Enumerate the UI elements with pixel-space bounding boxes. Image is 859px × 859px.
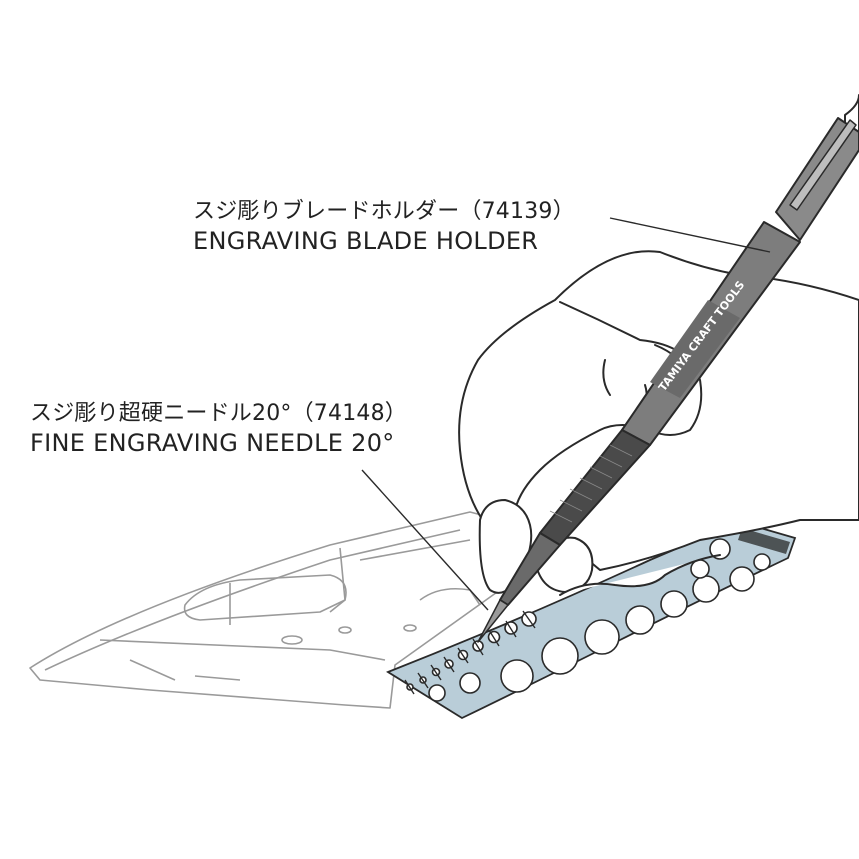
hand-index-finger	[514, 301, 703, 511]
template-hole	[709, 538, 731, 560]
template-hole	[753, 553, 771, 571]
needle-label-jp: スジ彫り超硬ニードル20°（74148）	[30, 401, 407, 426]
leader-lines	[361, 217, 771, 611]
template-hole	[428, 684, 446, 702]
holder-label-jp: スジ彫りブレードホルダー（74139）	[193, 199, 575, 224]
tool-grip-knurl	[549, 444, 633, 523]
wing-leading-edge	[44, 529, 461, 671]
template-hole	[625, 605, 655, 635]
template-brand-band	[738, 528, 790, 554]
hand-knuckle-line	[602, 359, 611, 396]
template-hole	[729, 566, 755, 592]
wing-flap	[183, 574, 347, 621]
template-hole	[690, 559, 710, 579]
template-hole	[584, 619, 620, 655]
needle-caption: スジ彫り超硬ニードル20°（74148） FINE ENGRAVING NEED…	[30, 400, 407, 458]
template-tick-marks	[404, 610, 536, 695]
wing-hatch	[338, 626, 352, 634]
wing-outline	[29, 511, 521, 709]
template-hole	[459, 672, 481, 694]
wing-part	[29, 511, 521, 709]
template-hole	[541, 637, 579, 675]
wing-panel-line	[359, 539, 471, 561]
tool-needle	[477, 599, 509, 643]
template-hole	[500, 659, 534, 693]
leader-line-needle	[361, 469, 489, 611]
tool-brand-band	[650, 300, 740, 398]
wing-hatch	[403, 624, 417, 632]
wing-hatch	[281, 635, 303, 645]
engraving-tool: TAMIYA CRAFT TOOLS	[477, 94, 859, 643]
leader-line-holder	[609, 217, 771, 253]
wing-panel-line	[129, 659, 176, 681]
holder-caption: スジ彫りブレードホルダー（74139） ENGRAVING BLADE HOLD…	[193, 198, 575, 256]
wing-panel-line	[99, 639, 386, 661]
tool-collar-clip	[789, 119, 857, 211]
needle-label-en: FINE ENGRAVING NEEDLE 20°	[30, 428, 395, 457]
template-hole	[692, 575, 720, 603]
hand-ring-finger	[559, 554, 721, 596]
template-hole	[660, 590, 688, 618]
wing-panel-line	[194, 675, 241, 681]
holder-label-en: ENGRAVING BLADE HOLDER	[193, 226, 539, 255]
template-holes	[406, 538, 771, 702]
hole-template	[386, 521, 797, 720]
